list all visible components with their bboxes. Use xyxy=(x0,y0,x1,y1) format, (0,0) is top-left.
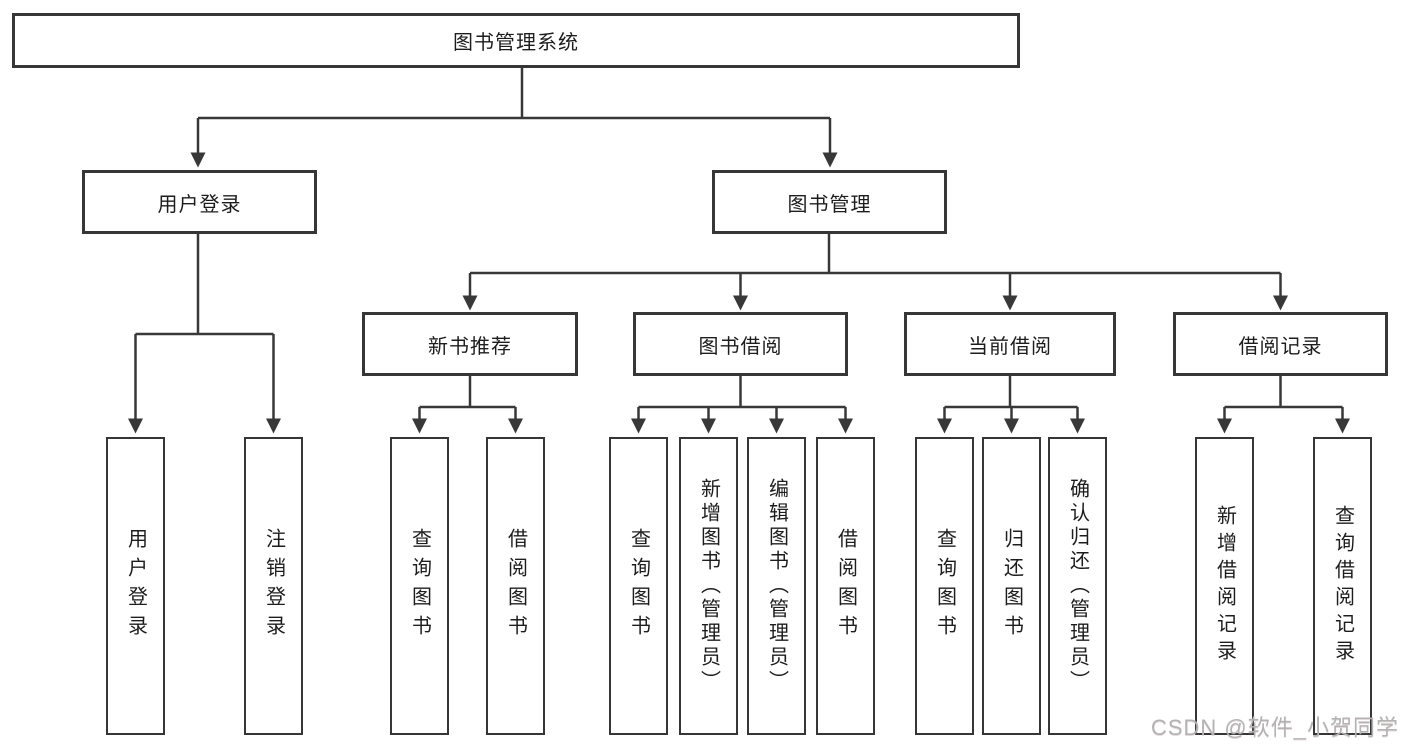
leaf-borrow-books-recommend: 借阅图书 xyxy=(486,437,545,735)
leaf-user-login: 用户登录 xyxy=(106,437,165,735)
node-borrowing-records: 借阅记录 xyxy=(1173,312,1388,376)
node-book-management: 图书管理 xyxy=(712,170,947,234)
node-current-borrowing: 当前借阅 xyxy=(904,312,1116,376)
node-new-book-recommend: 新书推荐 xyxy=(362,312,578,376)
leaf-logout: 注销登录 xyxy=(244,437,303,735)
leaf-edit-books-admin: 编辑图书（管理员） xyxy=(747,437,806,735)
leaf-borrow-books: 借阅图书 xyxy=(816,437,875,735)
leaf-query-books-borrowing: 查询图书 xyxy=(609,437,668,735)
leaf-return-books: 归还图书 xyxy=(982,437,1041,735)
leaf-query-borrow-record: 查询借阅记录 xyxy=(1313,437,1372,735)
csdn-watermark: CSDN @软件_小贺同学 xyxy=(1150,715,1399,740)
leaf-query-books-current: 查询图书 xyxy=(915,437,974,735)
leaf-add-borrow-record: 新增借阅记录 xyxy=(1195,437,1254,735)
node-root-system: 图书管理系统 xyxy=(12,13,1020,68)
leaf-confirm-return-admin: 确认归还（管理员） xyxy=(1048,437,1107,735)
node-user-login: 用户登录 xyxy=(82,170,317,234)
leaf-add-books-admin: 新增图书（管理员） xyxy=(679,437,738,735)
leaf-query-books-recommend: 查询图书 xyxy=(390,437,449,735)
node-book-borrowing: 图书借阅 xyxy=(633,312,848,376)
